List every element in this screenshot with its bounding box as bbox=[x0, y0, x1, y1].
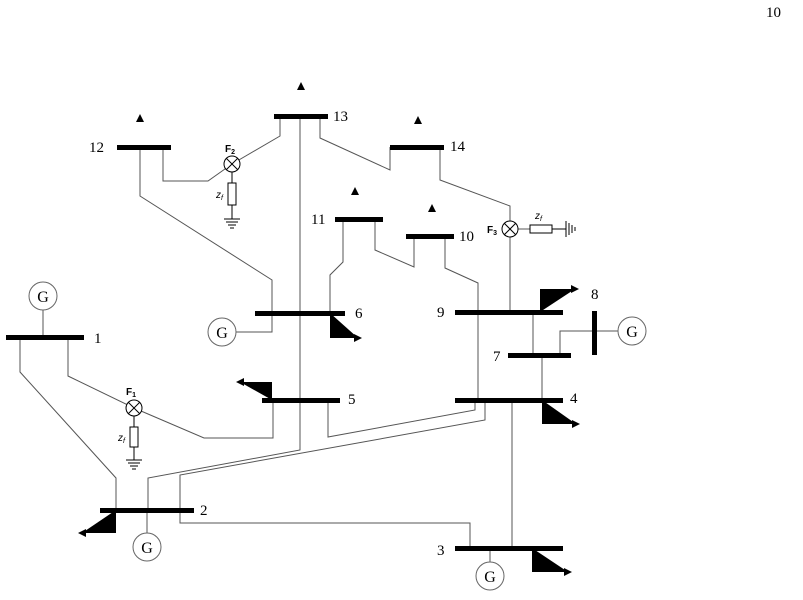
line-2-5-a bbox=[147, 400, 301, 510]
generator-8: G bbox=[617, 316, 647, 346]
bus-label-9: 9 bbox=[437, 305, 445, 321]
generator-3: G bbox=[475, 561, 505, 591]
line-4-5 bbox=[327, 400, 476, 438]
line-1-2 bbox=[19, 337, 117, 510]
load-arrow-bus-5 bbox=[236, 378, 272, 400]
page-number: 10 bbox=[766, 5, 781, 21]
line-7-8 bbox=[559, 330, 594, 355]
fault-f2-label: F2 bbox=[225, 144, 235, 156]
line-9-10 bbox=[444, 236, 479, 312]
bus-11 bbox=[335, 217, 383, 222]
generator-2-label: G bbox=[141, 540, 153, 557]
fault-f3-cross-b bbox=[503, 222, 517, 236]
line-1-5 bbox=[67, 337, 274, 439]
bus-14 bbox=[390, 145, 444, 150]
generator-1-symbol bbox=[28, 281, 58, 311]
ground-icon bbox=[224, 218, 240, 229]
load-arrow-bus-2 bbox=[78, 510, 116, 537]
fault-f3-label: F3 bbox=[487, 225, 497, 237]
bus-7 bbox=[508, 353, 571, 358]
generator-3-symbol bbox=[475, 561, 505, 591]
generator-1: G bbox=[28, 281, 58, 311]
bus-label-14: 14 bbox=[450, 139, 466, 155]
fault-f1-label: F1 bbox=[126, 387, 136, 399]
bus-13 bbox=[274, 114, 328, 119]
generator-6-label: G bbox=[216, 325, 228, 342]
generator-8-symbol bbox=[617, 316, 647, 346]
bus-10 bbox=[406, 234, 454, 239]
bus-label-1: 1 bbox=[94, 331, 102, 347]
bus-5 bbox=[262, 398, 340, 403]
loads bbox=[78, 82, 580, 576]
bus-labels: 1 2 3 4 5 6 7 8 9 10 11 12 13 14 bbox=[89, 109, 599, 559]
transmission-lines bbox=[19, 116, 618, 562]
bus-9 bbox=[455, 310, 563, 315]
load-arrow-bus-4 bbox=[542, 400, 580, 428]
buses bbox=[6, 114, 597, 551]
fault-f2-z-label: zf bbox=[215, 190, 224, 202]
bus-label-3: 3 bbox=[437, 543, 445, 559]
generator-3-label: G bbox=[484, 569, 496, 586]
line-2-3 bbox=[179, 510, 471, 548]
fault-f3-impedance bbox=[529, 224, 553, 234]
bus-label-12: 12 bbox=[89, 140, 104, 156]
bus-label-4: 4 bbox=[570, 391, 578, 407]
bus-label-6: 6 bbox=[355, 306, 363, 322]
bus-label-2: 2 bbox=[200, 503, 208, 519]
bus-label-10: 10 bbox=[459, 229, 474, 245]
generator-1-label: G bbox=[37, 289, 49, 306]
gen-6-tie bbox=[236, 313, 273, 333]
line-10-11 bbox=[374, 219, 415, 268]
bus-label-7: 7 bbox=[493, 349, 501, 365]
fault-f2-impedance bbox=[227, 182, 237, 206]
bus-4 bbox=[455, 398, 563, 403]
fault-f1-cross-b bbox=[127, 401, 141, 415]
line-2-4 bbox=[179, 400, 486, 510]
line-6-12 bbox=[139, 147, 273, 313]
bus-6 bbox=[255, 311, 345, 316]
line-12-13 bbox=[162, 116, 281, 182]
fault-f1-impedance bbox=[129, 426, 139, 448]
bus-label-13: 13 bbox=[333, 109, 348, 125]
bus-3 bbox=[455, 546, 563, 551]
fault-f1-z-label: zf bbox=[117, 433, 126, 445]
fault-f3-z-label: zf bbox=[534, 211, 543, 223]
bus-12 bbox=[117, 145, 171, 150]
line-13-14 bbox=[319, 116, 391, 171]
bus-2 bbox=[100, 508, 194, 513]
load-arrow-bus-3 bbox=[532, 548, 572, 576]
line-14-9 bbox=[439, 147, 511, 312]
fault-f2-cross-b bbox=[225, 157, 239, 171]
fault-f2: F2 zf bbox=[215, 144, 241, 229]
fault-f3: F3 zf bbox=[487, 211, 576, 238]
generator-6-symbol bbox=[207, 317, 237, 347]
ground-icon bbox=[126, 459, 142, 470]
generators: G G G G G bbox=[28, 281, 647, 591]
bus-1 bbox=[6, 335, 84, 340]
load-arrow-bus-9 bbox=[540, 285, 579, 312]
line-6-11 bbox=[329, 219, 344, 313]
bus-label-11: 11 bbox=[311, 212, 325, 228]
bus-8 bbox=[592, 311, 597, 355]
ground-icon bbox=[565, 221, 576, 237]
generator-2: G bbox=[132, 532, 162, 562]
generator-6: G bbox=[207, 317, 237, 347]
load-arrow-bus-6 bbox=[330, 313, 362, 342]
bus-label-5: 5 bbox=[348, 392, 356, 408]
bus-label-8: 8 bbox=[591, 287, 599, 303]
fault-f1: F1 zf bbox=[117, 387, 143, 470]
generator-8-label: G bbox=[626, 324, 638, 341]
generator-2-symbol bbox=[132, 532, 162, 562]
